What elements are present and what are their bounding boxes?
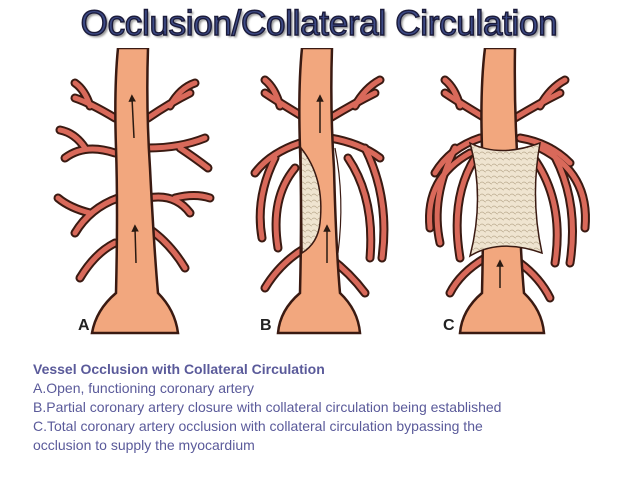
panel-c-artery [425,48,590,335]
caption-line-c1: C.Total coronary artery occlusion with c… [33,418,483,434]
artery-illustration: A B C [53,48,590,335]
caption-line-c2: occlusion to supply the myocardium [33,437,255,453]
caption-line-a: A.Open, functioning coronary artery [33,380,255,396]
panel-label-a: A [78,317,90,334]
caption-line-b: B.Partial coronary artery closure with c… [33,399,502,415]
panel-label-c: C [443,317,455,334]
panel-label-b: B [260,317,272,334]
figure-caption: Vessel Occlusion with Collateral Circula… [33,360,633,455]
slide-title: Occlusion/Collateral Circulation [80,3,558,43]
panel-b-artery [250,48,389,335]
panel-a-artery [53,48,215,335]
caption-heading: Vessel Occlusion with Collateral Circula… [33,361,325,377]
